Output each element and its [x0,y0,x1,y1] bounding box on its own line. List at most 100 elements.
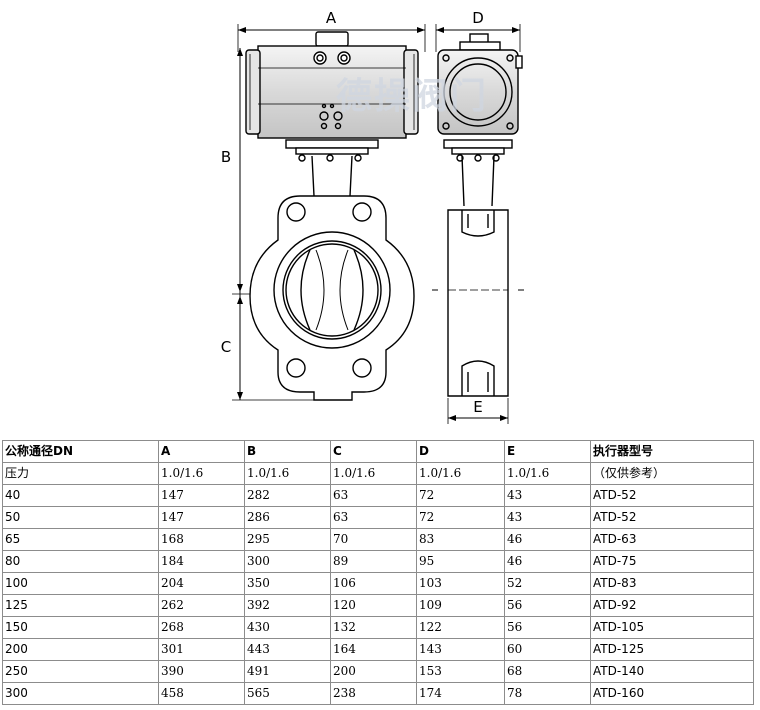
table-row-cell: 103 [416,572,505,595]
table-row-cell: ATD-92 [590,594,754,617]
table-row-cell: 100 [2,572,159,595]
table-row-cell: 300 [244,550,331,573]
table-row-cell: 46 [504,528,591,551]
dim-label-a: A [326,9,337,27]
table-row-cell: 268 [158,616,245,639]
table-pressure-row-cell: （仅供参考） [590,462,754,485]
table-row-cell: 147 [158,506,245,529]
table-row-cell: 78 [504,682,591,705]
table-row-cell: 262 [158,594,245,617]
valve-technical-drawing: A B C D E 德操阀门 [221,9,524,424]
table-row-cell: 72 [416,506,505,529]
table-row-cell: 143 [416,638,505,661]
table-row-cell: 282 [244,484,331,507]
table-row-cell: 295 [244,528,331,551]
table-row-cell: ATD-140 [590,660,754,683]
table-row-cell: 390 [158,660,245,683]
table-row-cell: 350 [244,572,331,595]
table-row-cell: 286 [244,506,331,529]
watermark: 德操阀门 [336,76,488,117]
table-row-cell: 109 [416,594,505,617]
table-row-cell: 83 [416,528,505,551]
table-row-cell: ATD-160 [590,682,754,705]
front-view [232,24,426,401]
table-row-cell: 63 [330,484,417,507]
table-row-cell: 63 [330,506,417,529]
table-row-cell: 40 [2,484,159,507]
table-header-row-cell: B [244,440,331,463]
table-row-cell: ATD-105 [590,616,754,639]
table-row-cell: 153 [416,660,505,683]
table-row-cell: 50 [2,506,159,529]
table-row-cell: 300 [2,682,159,705]
table-row-cell: 43 [504,506,591,529]
table-row-cell: 443 [244,638,331,661]
table-row-cell: 392 [244,594,331,617]
table-row-cell: 43 [504,484,591,507]
table-row-cell: 65 [2,528,159,551]
table-row-cell: 565 [244,682,331,705]
table-row-cell: ATD-75 [590,550,754,573]
table-row-cell: 204 [158,572,245,595]
table-pressure-row-cell: 1.0/1.6 [158,462,245,485]
table-row-cell: 120 [330,594,417,617]
table-row-cell: 150 [2,616,159,639]
side-view [432,24,524,424]
table-row-cell: 60 [504,638,591,661]
dim-label-c: C [221,338,231,356]
table-row-cell: ATD-63 [590,528,754,551]
dim-label-d: D [472,9,484,27]
table-header-row-cell: D [416,440,505,463]
table-row-cell: 106 [330,572,417,595]
table-row-cell: 80 [2,550,159,573]
table-row-cell: ATD-52 [590,506,754,529]
table-row-cell: 250 [2,660,159,683]
table-row-cell: 301 [158,638,245,661]
table-row-cell: 46 [504,550,591,573]
table-header-row-cell: 公称通径DN [2,440,159,463]
table-row-cell: 56 [504,594,591,617]
table-row-cell: 164 [330,638,417,661]
table-row-cell: 52 [504,572,591,595]
table-row-cell: 174 [416,682,505,705]
table-row-cell: 491 [244,660,331,683]
table-row-cell: 95 [416,550,505,573]
table-header-row-cell: C [330,440,417,463]
table-pressure-row-cell: 1.0/1.6 [244,462,331,485]
table-header-row-cell: E [504,440,591,463]
table-row-cell: 238 [330,682,417,705]
table-row-cell: 132 [330,616,417,639]
dim-label-e: E [473,398,482,416]
table-pressure-row-cell: 1.0/1.6 [504,462,591,485]
table-row-cell: 200 [330,660,417,683]
table-row-cell: 56 [504,616,591,639]
table-row-cell: 70 [330,528,417,551]
table-row-cell: 68 [504,660,591,683]
table-row-cell: ATD-83 [590,572,754,595]
dim-label-b: B [221,148,231,166]
table-row-cell: 125 [2,594,159,617]
table-row-cell: 89 [330,550,417,573]
table-row-cell: 430 [244,616,331,639]
table-header-row-cell: 执行器型号 [590,440,754,463]
table-row-cell: 122 [416,616,505,639]
table-pressure-row-cell: 1.0/1.6 [330,462,417,485]
table-header-row-cell: A [158,440,245,463]
table-row-cell: 458 [158,682,245,705]
table-row-cell: 200 [2,638,159,661]
table-row-cell: 184 [158,550,245,573]
table-row-cell: 72 [416,484,505,507]
